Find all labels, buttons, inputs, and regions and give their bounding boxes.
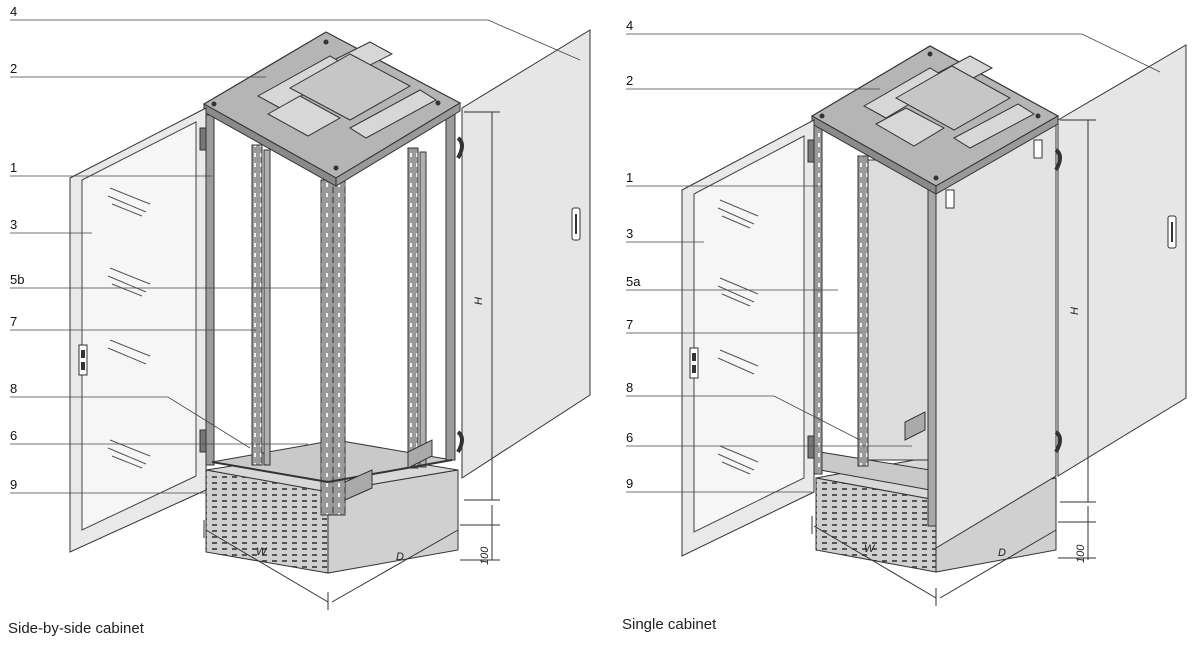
dimension-lines bbox=[203, 111, 500, 610]
panel-latch-icon bbox=[1033, 139, 1043, 159]
roof-cover-plate bbox=[266, 95, 342, 137]
roof-cover-plate bbox=[874, 107, 946, 147]
cable-bracket bbox=[904, 411, 926, 441]
dimension-lines bbox=[811, 119, 1096, 606]
roof-cover-plate bbox=[288, 53, 412, 121]
mounting-rail-left-rear bbox=[251, 144, 263, 466]
callout-label: 3 bbox=[626, 226, 633, 241]
panel-latch-icon bbox=[945, 189, 955, 209]
dim-depth: D bbox=[396, 551, 404, 563]
callout-label: 5b bbox=[10, 272, 24, 287]
callout-leaders bbox=[626, 33, 1161, 493]
roof-cover-plate bbox=[349, 89, 437, 139]
door-handle-icon bbox=[1167, 215, 1177, 249]
hinge-icon bbox=[1054, 430, 1062, 453]
hinge-icon bbox=[456, 136, 464, 159]
figure-side-by-side: H 100 W D 4 2 1 3 5b 7 8 6 9 bbox=[10, 4, 591, 610]
roof-cover-plate bbox=[953, 103, 1035, 149]
hinge-icon bbox=[1054, 148, 1062, 171]
dim-width: W bbox=[864, 543, 876, 555]
callout-label: 2 bbox=[10, 61, 17, 76]
callout-label: 8 bbox=[10, 381, 17, 396]
front-corner-upright-side bbox=[332, 179, 346, 516]
rear-panel bbox=[867, 159, 929, 461]
callout-label: 6 bbox=[10, 428, 17, 443]
back-left-upright bbox=[813, 123, 823, 475]
cable-bracket bbox=[407, 439, 433, 469]
dim-width: W bbox=[256, 546, 268, 558]
callout-label: 4 bbox=[626, 18, 633, 33]
dim-plinth: 100 bbox=[479, 546, 491, 565]
caption-single: Single cabinet bbox=[622, 616, 717, 633]
callout-label: 9 bbox=[626, 476, 633, 491]
back-right-upright bbox=[445, 109, 456, 461]
hinge-icon bbox=[456, 430, 464, 453]
roof-cover-plate bbox=[894, 65, 1012, 131]
dim-depth: D bbox=[998, 547, 1006, 559]
callout-label: 7 bbox=[626, 317, 633, 332]
door-lock-icon bbox=[689, 347, 699, 379]
callout-leaders bbox=[10, 19, 581, 494]
hinge-icon bbox=[199, 127, 207, 151]
dim-height: H bbox=[1069, 307, 1081, 315]
callout-label: 3 bbox=[10, 217, 17, 232]
plinth-side bbox=[327, 469, 459, 574]
hinge-icon bbox=[807, 435, 815, 459]
callout-label: 6 bbox=[626, 430, 633, 445]
mounting-rail-right-front bbox=[419, 151, 427, 468]
hinge-icon bbox=[807, 139, 815, 163]
back-left-upright bbox=[205, 114, 215, 466]
callout-label: 8 bbox=[626, 380, 633, 395]
mounting-rail bbox=[857, 155, 869, 467]
glass-door-pane bbox=[693, 135, 805, 533]
front-corner-upright bbox=[320, 179, 334, 516]
callout-label: 2 bbox=[626, 73, 633, 88]
front-corner-upright bbox=[927, 185, 937, 527]
glass-reflection-marks bbox=[717, 199, 759, 475]
door-handle-icon bbox=[571, 207, 581, 241]
callout-label: 7 bbox=[10, 314, 17, 329]
callout-label: 1 bbox=[10, 160, 17, 175]
roof-edge-side bbox=[935, 115, 1059, 195]
glass-door-pane bbox=[81, 121, 197, 531]
callout-label: 4 bbox=[10, 4, 17, 19]
figure-single: H 100 W D 4 2 1 3 5a 7 8 6 9 bbox=[626, 18, 1187, 606]
callout-label: 1 bbox=[626, 170, 633, 185]
caption-side-by-side: Side-by-side cabinet bbox=[8, 620, 144, 637]
roof-edge-side bbox=[335, 102, 461, 187]
mounting-rail-left-front bbox=[263, 149, 271, 466]
dim-height: H bbox=[473, 297, 485, 305]
glass-reflection-marks bbox=[107, 187, 151, 469]
dim-plinth: 100 bbox=[1075, 544, 1087, 563]
callout-label: 5a bbox=[626, 274, 641, 289]
callout-label: 9 bbox=[10, 477, 17, 492]
removed-door-panel bbox=[1057, 44, 1187, 477]
removed-door-panel bbox=[461, 29, 591, 479]
hinge-icon bbox=[199, 429, 207, 453]
cable-bracket bbox=[344, 469, 373, 501]
door-lock-icon bbox=[78, 344, 88, 376]
mounting-rail-right-rear bbox=[407, 147, 419, 469]
